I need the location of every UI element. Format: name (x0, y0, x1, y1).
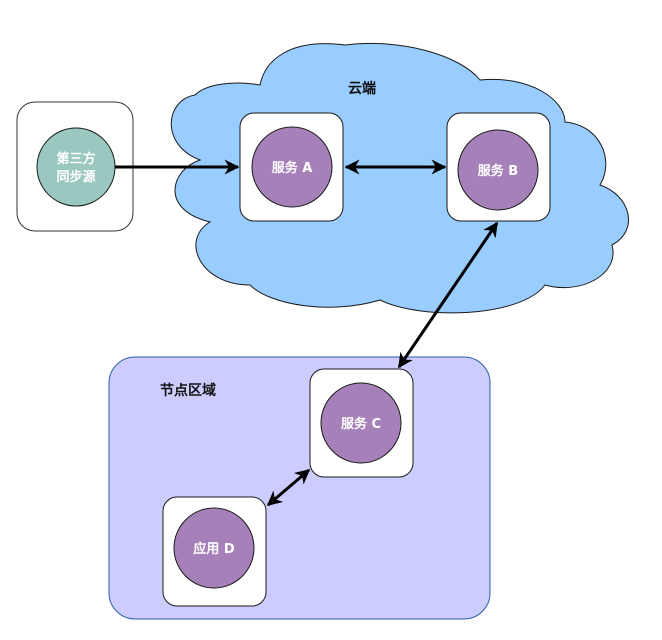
service-a-circle (251, 126, 333, 208)
source-label-line2: 同步源 (56, 169, 95, 185)
app-d-label: 应用 D (193, 541, 235, 557)
source-node[interactable]: 第三方 同步源 (16, 101, 134, 232)
service-b-node[interactable]: 服务 B (446, 112, 551, 222)
service-c-label: 服务 C (341, 416, 381, 432)
service-a-node[interactable]: 服务 A (239, 112, 344, 222)
service-c-circle (320, 382, 402, 464)
service-b-label: 服务 B (478, 163, 518, 179)
source-label-line1: 第三方 (56, 151, 95, 167)
app-d-node[interactable]: 应用 D (162, 496, 267, 607)
service-b-circle (457, 129, 539, 211)
service-c-node[interactable]: 服务 C (309, 368, 414, 478)
edge-c-d (266, 468, 311, 507)
app-d-circle (173, 507, 255, 589)
edge-b-c (397, 221, 499, 369)
service-a-label: 服务 A (272, 160, 313, 176)
source-circle (36, 127, 116, 207)
cloud-label: 云端 (348, 80, 376, 97)
node-region-label: 节点区域 (160, 382, 216, 399)
cloud-shape (170, 42, 630, 314)
